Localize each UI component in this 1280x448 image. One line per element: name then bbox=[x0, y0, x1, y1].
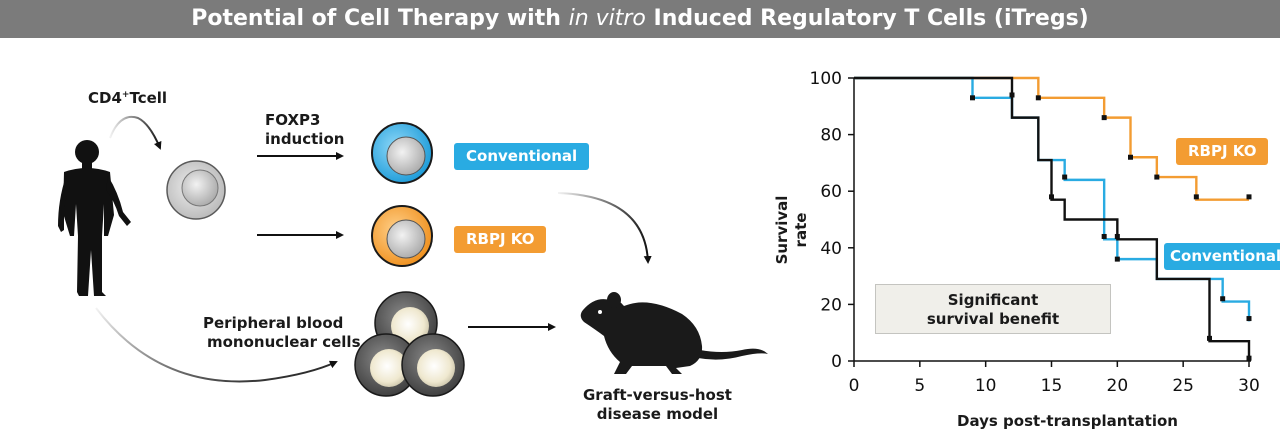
x-tick-label: 20 bbox=[1107, 376, 1129, 396]
censor-mark bbox=[1049, 194, 1054, 200]
annotation-line-1: Significant bbox=[947, 291, 1039, 309]
censor-mark bbox=[1101, 115, 1107, 121]
censor-mark bbox=[1035, 95, 1041, 101]
foxp3-line-2: induction bbox=[265, 130, 345, 148]
censor-mark bbox=[1207, 335, 1212, 341]
y-tick-label: 20 bbox=[820, 295, 842, 315]
censor-mark bbox=[1220, 296, 1226, 302]
title-part-2: Induced Regulatory T Cells (iTregs) bbox=[645, 6, 1089, 31]
rbpj-ko-itreg-cell-icon bbox=[371, 205, 433, 267]
censor-mark bbox=[1114, 233, 1120, 239]
human-silhouette-icon bbox=[58, 140, 131, 296]
arrow-tregs-to-mouse bbox=[557, 192, 652, 264]
censor-mark bbox=[1128, 154, 1133, 160]
gvhd-line-2: disease model bbox=[596, 405, 719, 423]
censor-mark bbox=[1246, 194, 1252, 200]
x-tick-label: 15 bbox=[1041, 376, 1063, 396]
x-tick-label: 0 bbox=[849, 376, 860, 396]
censor-mark bbox=[1101, 233, 1107, 239]
title-italic: in vitro bbox=[568, 6, 646, 31]
survival-chart: 0 5 10 15 20 25 30 0 20 40 60 80 100 bbox=[810, 69, 1260, 396]
censor-mark bbox=[1114, 256, 1120, 262]
censor-mark bbox=[1246, 355, 1252, 361]
cd4-label: CD4+Tcell bbox=[88, 86, 167, 108]
x-tick-label: 5 bbox=[914, 376, 925, 396]
cd4-label-sup: + bbox=[121, 90, 130, 100]
title-part-1: Potential of Cell Therapy with bbox=[191, 6, 569, 31]
censor-mark bbox=[1154, 174, 1160, 180]
y-axis-title: Survival rate bbox=[773, 195, 810, 265]
gvhd-line-1: Graft-versus-host bbox=[583, 386, 732, 404]
censor-mark bbox=[970, 95, 975, 101]
survival-line-series-2 bbox=[854, 76, 1251, 361]
cd4-t-cell-icon bbox=[166, 160, 226, 220]
censor-mark bbox=[1193, 194, 1199, 200]
pbmc-cluster-icon bbox=[354, 291, 465, 397]
censor-mark bbox=[1009, 92, 1015, 98]
cd4-label-rest: Tcell bbox=[129, 89, 168, 107]
y-tick-label: 80 bbox=[820, 126, 842, 146]
legend-rbpj-ko: RBPJ KO bbox=[1176, 138, 1269, 165]
pbmc-line-1: Peripheral blood bbox=[203, 314, 344, 332]
arrow-human-to-cd4 bbox=[109, 116, 162, 150]
y-tick-label: 100 bbox=[810, 69, 842, 89]
pbmc-line-2: mononuclear cells bbox=[207, 333, 361, 351]
x-tick-label: 10 bbox=[975, 376, 997, 396]
censor-mark bbox=[1062, 174, 1068, 180]
legend-conventional: Conventional bbox=[1164, 243, 1280, 270]
y-tick-label: 0 bbox=[831, 352, 842, 372]
mouse-icon bbox=[580, 292, 768, 374]
arrow-human-to-pbmc bbox=[95, 307, 338, 383]
x-axis-title: Days post-transplantation bbox=[957, 412, 1178, 430]
title-banner: Potential of Cell Therapy with in vitro … bbox=[0, 0, 1280, 38]
foxp3-line-1: FOXP3 bbox=[265, 111, 321, 129]
cd4-label-text: CD4 bbox=[88, 89, 122, 107]
conventional-tag: Conventional bbox=[454, 143, 590, 170]
y-tick-label: 60 bbox=[820, 182, 842, 202]
y-tick-label: 40 bbox=[820, 239, 842, 259]
x-tick-label: 25 bbox=[1172, 376, 1194, 396]
rbpj-ko-tag: RBPJ KO bbox=[454, 226, 547, 253]
survival-line-rbpj-ko bbox=[854, 76, 1249, 201]
censor-mark bbox=[1246, 316, 1252, 322]
x-tick-label: 30 bbox=[1238, 376, 1260, 396]
annotation-line-2: survival benefit bbox=[926, 310, 1060, 328]
conventional-itreg-cell-icon bbox=[371, 122, 433, 184]
